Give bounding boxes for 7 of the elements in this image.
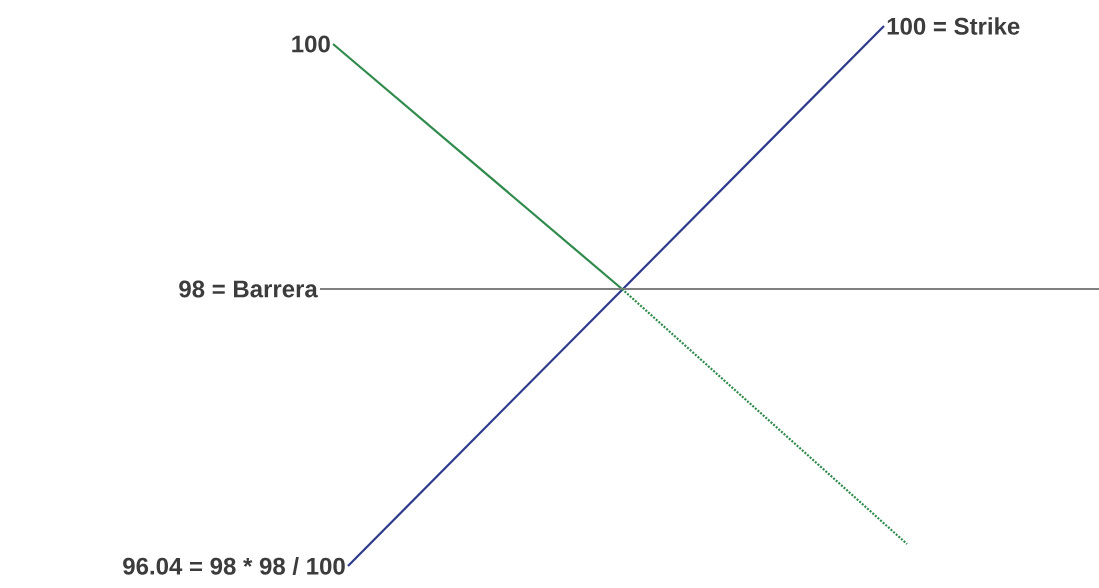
line <box>332 43 623 290</box>
axis-label: 98 = Barrera <box>179 280 318 298</box>
axis-label: 100 = Strike <box>887 17 1020 35</box>
line <box>347 25 885 567</box>
axis-label: 100 <box>292 35 330 53</box>
axis-label: 96.04 = 98 * 98 / 100 <box>123 557 345 575</box>
line <box>320 287 1099 291</box>
